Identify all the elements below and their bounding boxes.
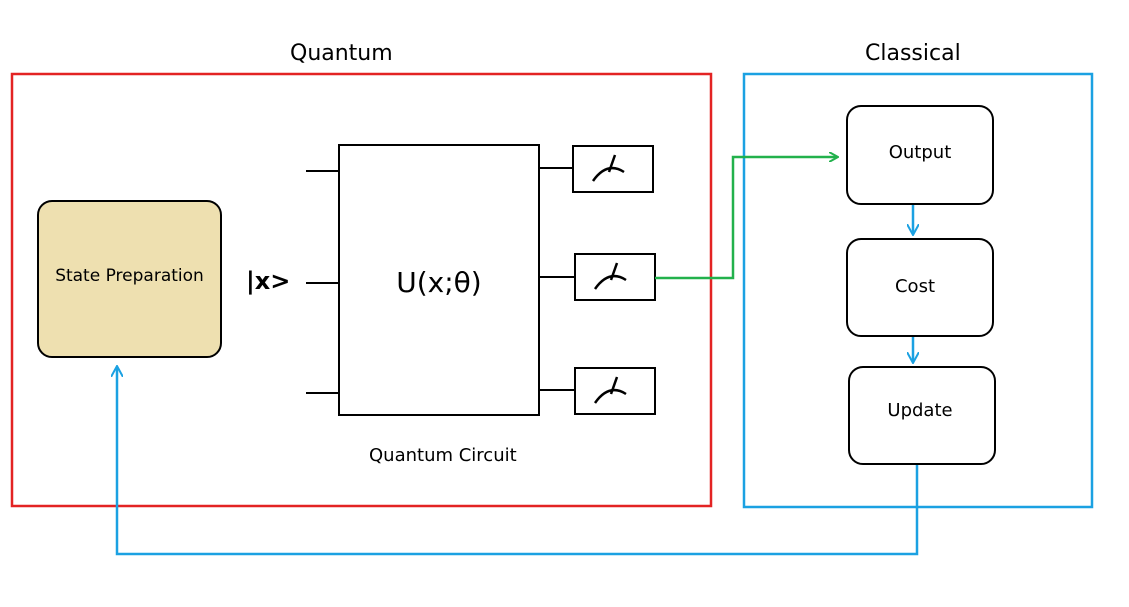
unitary-label: U(x;θ) — [396, 266, 482, 299]
update-box — [848, 366, 996, 465]
circuit-caption: Quantum Circuit — [369, 445, 517, 466]
quantum-title: Quantum — [290, 41, 393, 66]
meter-icon — [574, 367, 656, 415]
unitary-box — [338, 144, 540, 416]
update-label: Update — [887, 400, 953, 421]
cost-label: Cost — [894, 276, 936, 297]
state-preparation-label: State Preparation — [55, 266, 204, 286]
feedback-loop-arrow — [117, 367, 919, 556]
meter-icon — [574, 253, 656, 301]
classical-title: Classical — [865, 41, 961, 66]
output-box — [846, 105, 994, 205]
state-preparation-box — [37, 200, 222, 358]
cost-box — [846, 238, 994, 337]
meter-icon — [572, 145, 654, 193]
measurement-to-output-arrow — [655, 157, 837, 280]
quantum-container — [10, 72, 713, 508]
output-label: Output — [888, 142, 952, 163]
ket-x-label: |x> — [246, 267, 291, 295]
